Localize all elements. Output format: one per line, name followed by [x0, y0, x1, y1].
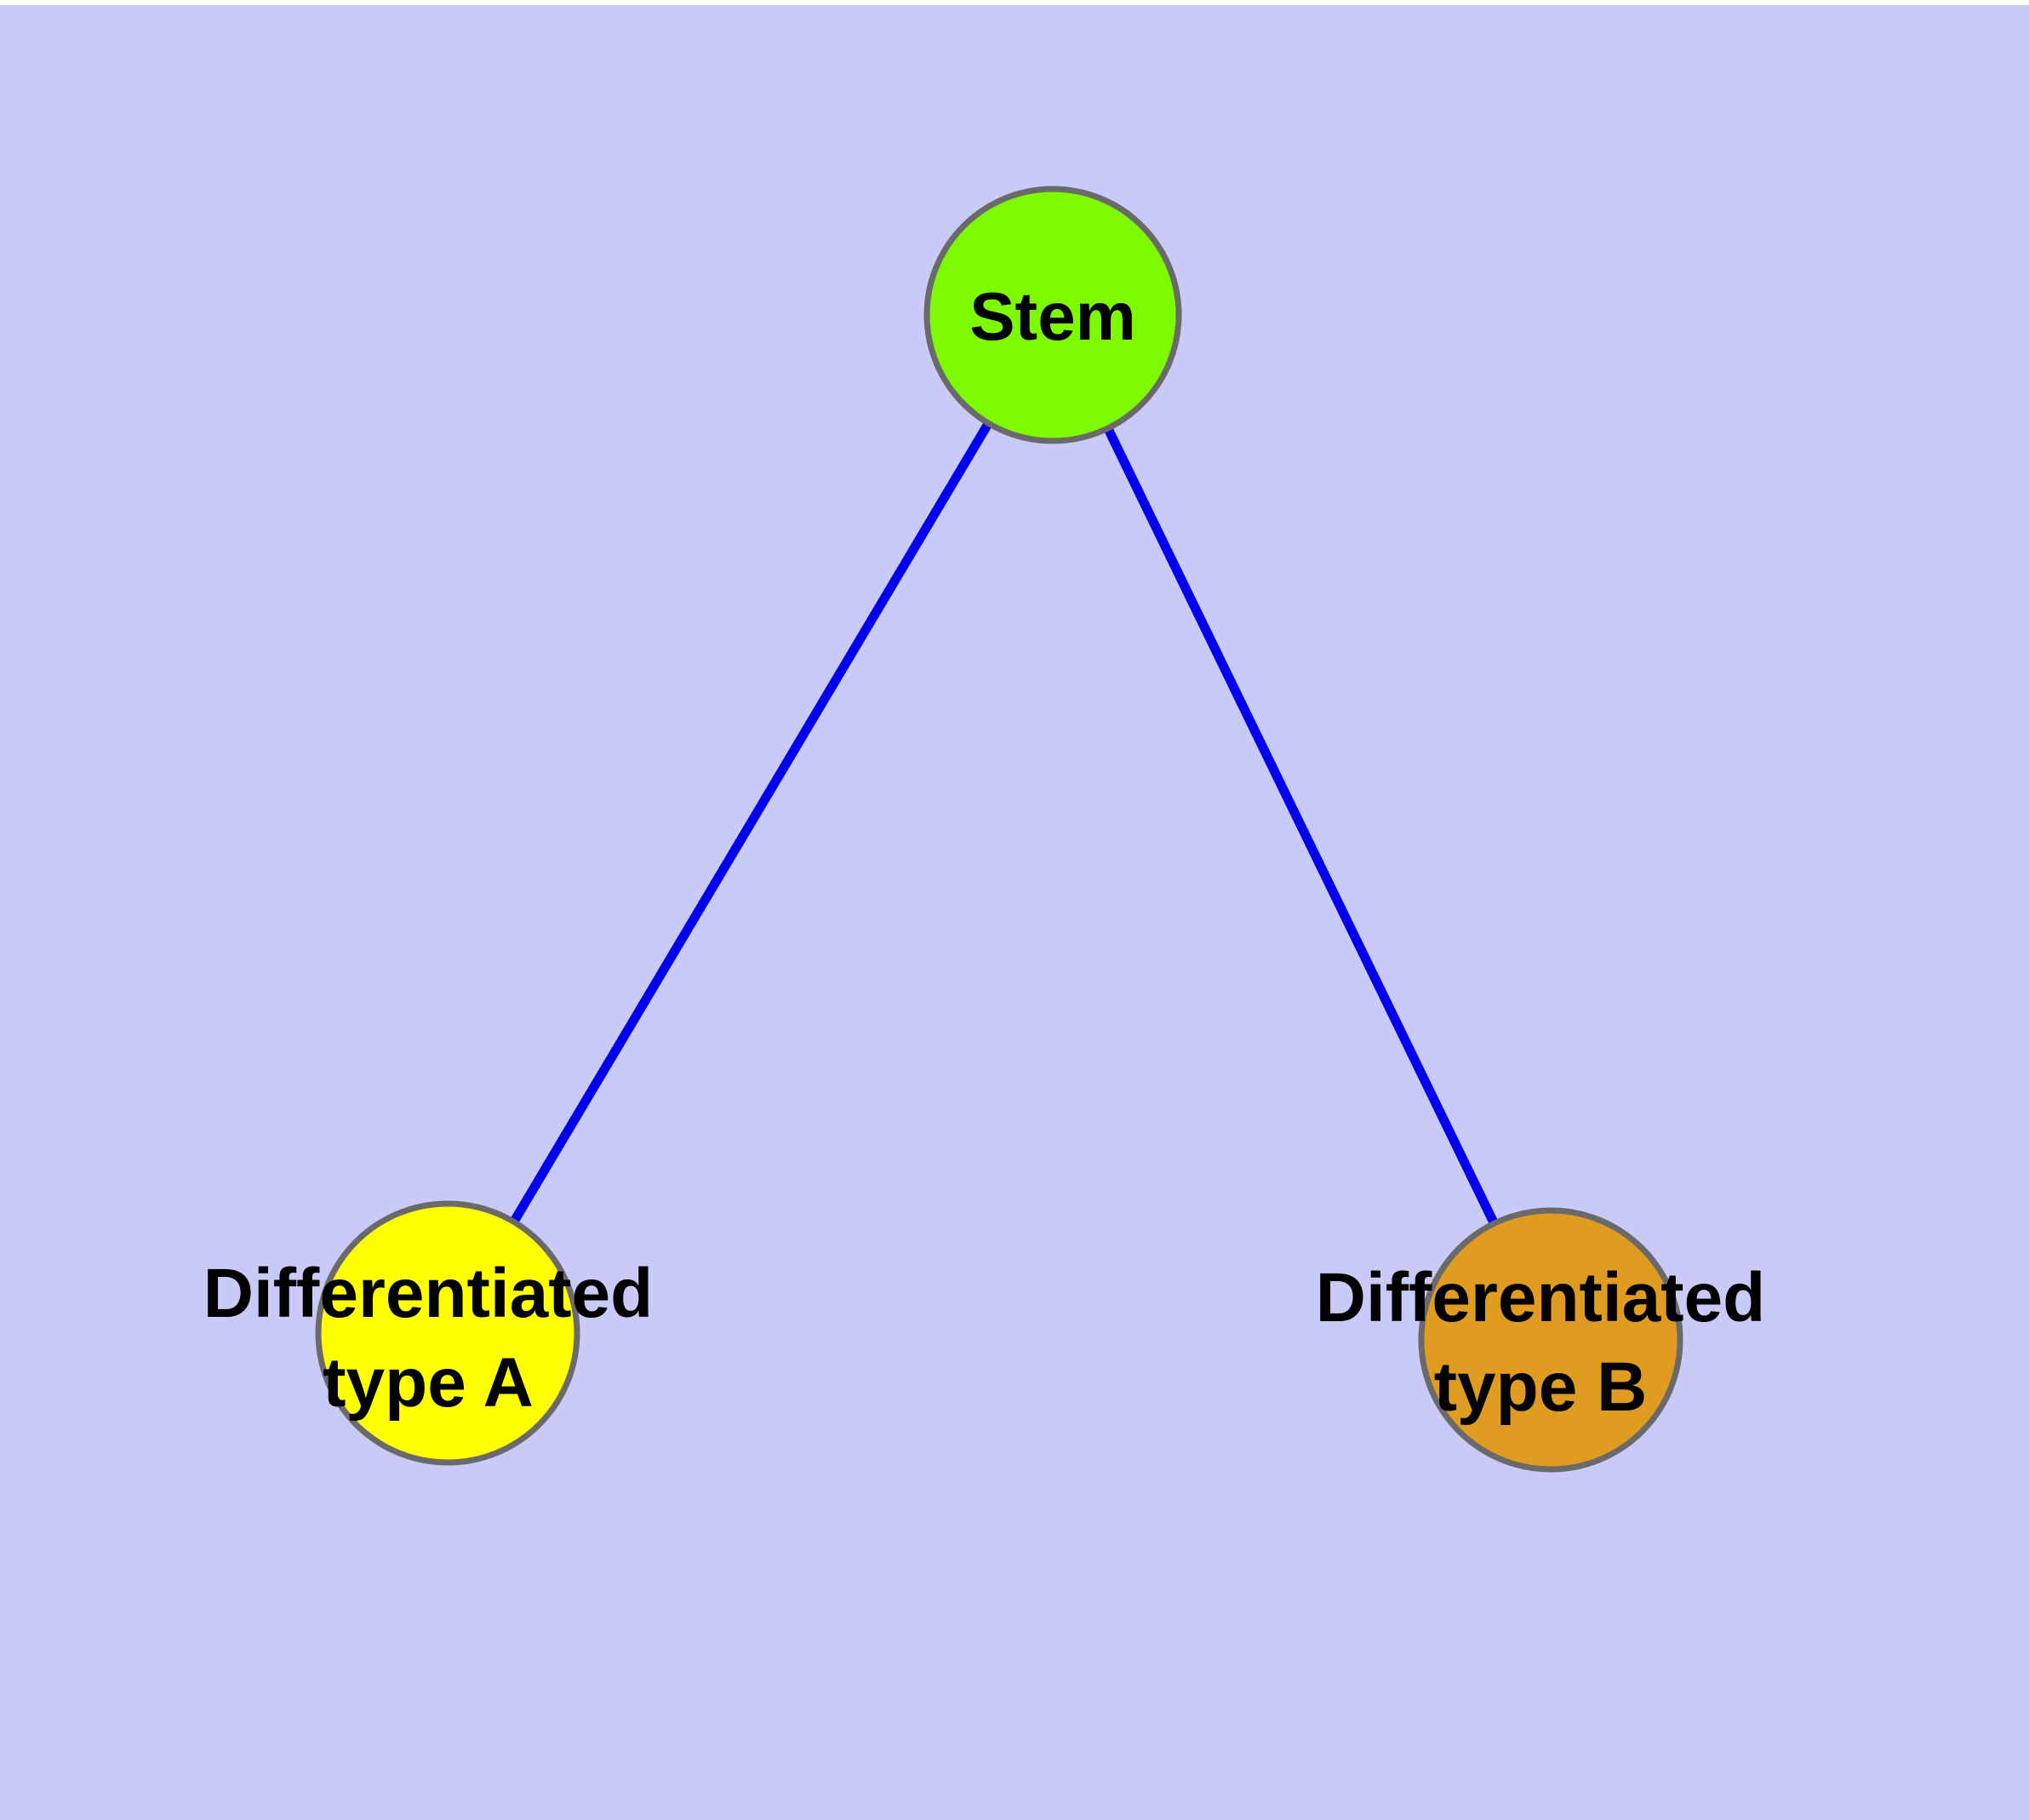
node-differentiated-type-b-border — [1418, 1207, 1683, 1473]
edge-stem-to-type-a[interactable] — [443, 312, 1057, 1336]
node-differentiated-type-b-label-line1: Differentiated — [1316, 1259, 1766, 1336]
node-differentiated-type-b-label-line2: type B — [1434, 1348, 1648, 1426]
node-differentiated-type-a-label-line2: type A — [323, 1344, 534, 1422]
node-differentiated-type-a-label-line1: Differentiated — [203, 1255, 654, 1332]
node-stem[interactable] — [927, 189, 1179, 441]
top-white-strip — [0, 0, 2029, 5]
node-differentiated-type-a-border — [315, 1200, 580, 1466]
node-differentiated-type-b[interactable] — [1421, 1210, 1680, 1469]
node-differentiated-type-a[interactable] — [318, 1204, 577, 1462]
edge-stem-to-type-b[interactable] — [1049, 312, 1555, 1342]
node-stem-label: Stem — [969, 278, 1136, 354]
node-stem-border — [923, 186, 1182, 444]
